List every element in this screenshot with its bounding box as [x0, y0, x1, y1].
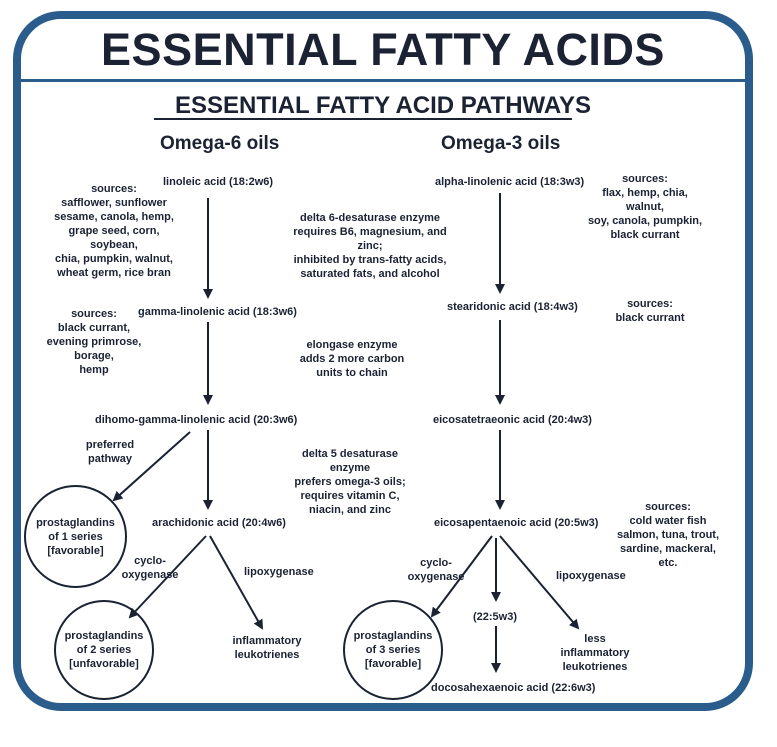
prostaglandins-3-label: prostaglandins of 3 series [favorable]: [353, 630, 433, 670]
page-title: ESSENTIAL FATTY ACIDS: [101, 24, 665, 75]
gamma-linolenic-node: gamma-linolenic acid (18:3w6): [138, 306, 297, 318]
preferred-pathway-label: preferred pathway: [85, 439, 135, 465]
diagram-frame: [13, 11, 753, 711]
inflammatory-leukotrienes: inflammatory leukotrienes: [232, 635, 302, 661]
eicosapentaenoic-node: eicosapentaenoic acid (20:5w3): [434, 517, 599, 529]
cyclooxygenase-label-omega6: cyclo- oxygenase: [121, 555, 179, 581]
prostaglandins-1-circle: prostaglandins of 1 series [favorable]: [24, 485, 127, 588]
less-inflammatory-leukotrienes: less inflammatory leukotrienes: [560, 633, 630, 673]
ala-sources: sources: flax, hemp, chia, walnut, soy, …: [587, 173, 703, 241]
arrow-arachidonic-to-pg2: [128, 535, 207, 619]
arrow-epa-to-pg3: [430, 535, 493, 618]
delta6-desaturase-note: delta 6-desaturase enzyme requires B6, m…: [293, 212, 447, 280]
epa-sources: sources: cold water fish salmon, tuna, t…: [616, 501, 720, 569]
lipoxygenase-label-omega6: lipoxygenase: [244, 566, 314, 578]
arrow-dgla-to-pg1: [112, 431, 191, 502]
stearidonic-node: stearidonic acid (18:4w3): [447, 301, 578, 313]
prostaglandins-1-label: prostaglandins of 1 series [favorable]: [36, 516, 115, 557]
title-divider: [21, 79, 745, 82]
arachidonic-acid-node: arachidonic acid (20:4w6): [152, 517, 286, 529]
prostaglandins-2-label: prostaglandins of 2 series [unfavorable]: [64, 630, 144, 670]
omega6-heading: Omega-6 oils: [160, 133, 280, 154]
diagram-subtitle: ESSENTIAL FATTY ACID PATHWAYS: [174, 92, 592, 119]
arrow-epa-to-leukotrienes: [499, 535, 580, 630]
lipoxygenase-label-omega3: lipoxygenase: [556, 570, 626, 582]
delta5-desaturase-note: delta 5 desaturase enzyme prefers omega-…: [294, 448, 406, 516]
docosahexaenoic-node: docosahexaenoic acid (22:6w3): [431, 682, 596, 694]
arrow-arachidonic-to-leukotrienes: [209, 535, 263, 630]
stearidonic-sources: sources: black currant: [615, 298, 685, 324]
subtitle-underline: [154, 118, 572, 120]
gla-sources: sources: black currant, evening primrose…: [46, 308, 142, 376]
elongase-note: elongase enzyme adds 2 more carbon units…: [299, 339, 405, 379]
linoleic-acid-node: linoleic acid (18:2w6): [163, 176, 274, 188]
linoleic-sources: sources: safflower, sunflower sesame, ca…: [54, 183, 174, 279]
omega3-heading: Omega-3 oils: [441, 133, 561, 154]
prostaglandins-2-circle: prostaglandins of 2 series [unfavorable]: [54, 600, 154, 700]
dpa-node: (22:5w3): [473, 611, 518, 623]
eicosatetraenoic-node: eicosatetraeonic acid (20:4w3): [433, 414, 592, 426]
prostaglandins-3-circle: prostaglandins of 3 series [favorable]: [343, 600, 443, 700]
alpha-linolenic-node: alpha-linolenic acid (18:3w3): [435, 176, 585, 188]
dgla-node: dihomo-gamma-linolenic acid (20:3w6): [95, 414, 298, 426]
cyclooxygenase-label-omega3: cyclo- oxygenase: [407, 557, 465, 583]
